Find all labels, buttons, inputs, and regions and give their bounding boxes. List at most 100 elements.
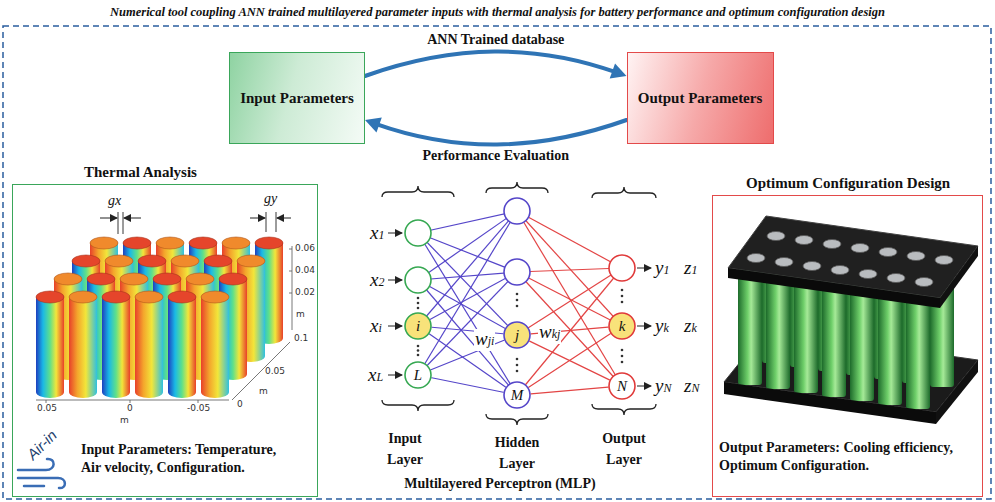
neuron-circle <box>609 313 635 339</box>
weight-line <box>517 268 622 395</box>
layer-brace <box>486 182 548 193</box>
figure-label: Multilayered Perceptron (MLP) <box>330 476 670 492</box>
weight-line <box>418 211 517 326</box>
output-parameters-box: Output Parameters <box>627 52 774 144</box>
neuron-label: j <box>515 327 519 343</box>
battery-cell <box>850 281 874 401</box>
ellipsis-dot <box>516 358 519 361</box>
cell-cap <box>859 270 877 279</box>
output-neuron: k <box>608 312 636 340</box>
neuron-label: i <box>416 318 420 334</box>
hidden-neuron: j <box>503 321 531 349</box>
dimension-arrow <box>100 218 117 219</box>
airflow-label: Air-in <box>20 423 64 467</box>
ellipsis-dot <box>417 302 420 305</box>
battery-cell <box>822 277 846 397</box>
axis-tick <box>46 400 47 403</box>
dimension-line <box>118 212 119 234</box>
layer-brace <box>382 186 454 197</box>
dimension-arrow <box>124 218 141 219</box>
layer-label: Input Layer <box>375 428 435 470</box>
cell-cap <box>915 278 933 287</box>
output-neuron <box>609 255 635 281</box>
battery-cell <box>738 265 762 385</box>
input-neuron: i <box>404 312 432 340</box>
battery-cell <box>878 285 902 405</box>
ellipsis-dot <box>417 307 420 310</box>
connector <box>365 52 627 79</box>
ellipsis-dot <box>516 370 519 373</box>
weight-line <box>517 268 622 335</box>
layer-brace <box>382 400 454 411</box>
cell-cap <box>907 252 925 261</box>
weight-line <box>418 272 517 326</box>
holder-plate <box>936 360 978 424</box>
panel-body-text: Output Parameters: Cooling efficiency, O… <box>719 439 974 475</box>
neuron-circle <box>504 382 530 408</box>
neuron-label: M <box>511 387 524 403</box>
input-variable: xi <box>370 316 382 338</box>
connector-line <box>365 52 617 76</box>
axis-line <box>292 246 293 330</box>
cell-cap <box>795 236 813 245</box>
axis-tick <box>198 400 199 403</box>
axis-line <box>232 342 290 400</box>
neuron-circle <box>405 362 431 388</box>
axis-tick <box>130 400 131 403</box>
arrowhead <box>610 63 627 78</box>
target-variable: zk <box>684 316 697 338</box>
connector-line <box>432 378 504 392</box>
weight-line <box>517 272 622 326</box>
box-label: Input Parameters <box>240 90 354 107</box>
input-variable: x2 <box>370 270 384 292</box>
ellipsis-dot <box>417 297 420 300</box>
cell-cap <box>775 258 793 267</box>
weight-line <box>418 233 517 335</box>
target-variable: zN <box>684 376 699 398</box>
dimension-line <box>276 212 277 232</box>
ellipsis-dot <box>417 345 420 348</box>
weight-line <box>517 268 622 272</box>
dimension-arrow <box>250 218 265 219</box>
input-arrow <box>388 375 402 376</box>
target-variable: z1 <box>684 258 697 280</box>
axis-tick-label: 0 <box>237 399 243 410</box>
layer-brace <box>592 187 656 198</box>
connector-line <box>375 120 627 144</box>
axis-tick-label: 0 <box>127 403 133 414</box>
cell-cap <box>803 262 821 271</box>
battery-cell <box>201 291 229 398</box>
dimension-line <box>123 212 124 234</box>
input-neuron: L <box>404 361 432 389</box>
axis-tick-label: 0.02 <box>295 287 315 298</box>
battery-cell <box>69 291 97 398</box>
layer-brace <box>592 404 656 415</box>
battery-cell <box>135 291 163 398</box>
input-neuron <box>405 267 431 293</box>
axis-unit: m <box>120 415 129 426</box>
weight-line <box>418 233 517 395</box>
battery-cell <box>906 289 930 409</box>
battery-cell <box>794 273 818 393</box>
input-arrow <box>388 280 402 281</box>
ellipsis-dot <box>417 354 420 357</box>
axis-unit: m <box>259 386 268 397</box>
neuron-circle <box>504 322 530 348</box>
diagram-title: Numerical tool coupling ANN trained mult… <box>0 5 995 20</box>
ellipsis-dot <box>516 305 519 308</box>
gap-dimension: gy <box>264 191 277 207</box>
layer-label: Output Layer <box>592 428 656 470</box>
input-neuron <box>405 220 431 246</box>
axis-tick <box>289 271 292 272</box>
ellipsis-dot <box>621 289 624 292</box>
hidden-neuron <box>504 198 530 224</box>
neuron-circle <box>609 373 635 399</box>
battery-cell <box>766 269 790 389</box>
weight-line <box>517 211 622 386</box>
weight-line <box>517 211 622 326</box>
gap-dimension: gx <box>108 193 121 209</box>
weight-label: wkj <box>538 322 561 344</box>
dimension-line <box>266 212 267 232</box>
ellipsis-dot <box>516 299 519 302</box>
